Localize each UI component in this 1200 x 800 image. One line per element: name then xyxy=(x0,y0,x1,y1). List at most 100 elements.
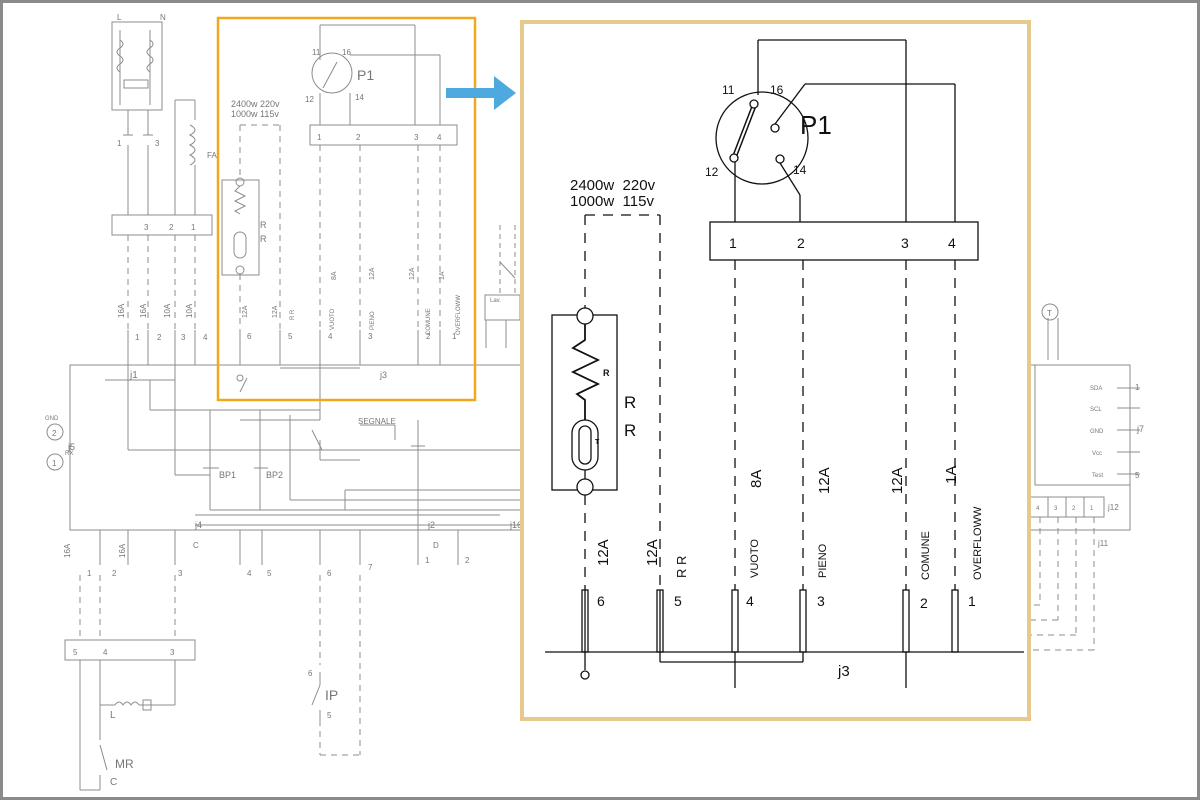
pin-label: 1 xyxy=(425,556,430,565)
test-label: Test xyxy=(1092,473,1103,479)
amp-label-8a: 8A xyxy=(748,470,765,488)
pin-label: 4 xyxy=(1036,506,1040,512)
label-n: N xyxy=(160,13,166,22)
zoom-labels: 11 16 12 14 P1 1 2 3 4 2400w 220v 1000w … xyxy=(570,83,984,680)
bp1-label: BP1 xyxy=(219,470,236,480)
pin-label: 1 xyxy=(452,332,457,341)
thermostat-switch-small xyxy=(311,52,353,94)
pin-label: 2 xyxy=(465,556,470,565)
signal-label: OVERFLOWW xyxy=(456,295,462,335)
pin-label: 5 xyxy=(327,711,332,720)
pin-label: 3 xyxy=(414,133,419,142)
bp2-label: BP2 xyxy=(266,470,283,480)
amp-label: 12A xyxy=(272,305,279,318)
amp-label-12a: 12A xyxy=(816,467,833,494)
zoom-inset: 11 16 12 14 P1 1 2 3 4 2400w 220v 1000w … xyxy=(520,20,1031,721)
pin-label: 1 xyxy=(87,569,92,578)
connector-j11-label: j11 xyxy=(1097,539,1109,548)
amp-label: 10A xyxy=(163,303,172,318)
rating-label-1: 2400w 220v xyxy=(570,177,656,194)
p1-label: P1 xyxy=(357,67,374,83)
pin-label: 16 xyxy=(342,48,351,57)
pin-label: 3 xyxy=(368,332,373,341)
rx-label: RX xyxy=(65,451,73,457)
gnd-label: GND xyxy=(45,416,59,422)
thermostat-switch xyxy=(715,91,809,185)
pin-label: 4 xyxy=(203,333,208,342)
pin-label: 7 xyxy=(368,563,373,572)
label-l: L xyxy=(117,13,122,22)
switch-pin-16: 16 xyxy=(770,83,784,97)
signal-label: PIENO xyxy=(370,311,376,330)
signal-label-pieno: PIENO xyxy=(817,543,829,578)
pin-label: 2 xyxy=(157,333,162,342)
sda-label: SDA xyxy=(1090,386,1102,392)
power-input-block xyxy=(111,21,163,111)
connector-cn5 xyxy=(64,639,196,661)
amp-label-1a: 1A xyxy=(943,466,960,484)
signal-label: COMUNE xyxy=(426,308,432,335)
connector-cn1 xyxy=(111,214,213,236)
switch-pin-14: 14 xyxy=(793,163,807,177)
arrow-icon xyxy=(446,76,516,110)
switch-pin-12: 12 xyxy=(705,165,719,179)
pin-label: 1 xyxy=(117,139,122,148)
pin-label: 4 xyxy=(328,332,333,341)
pin-label: 1 xyxy=(1135,383,1140,392)
connector-block xyxy=(709,221,979,261)
ip-label: IP xyxy=(325,687,338,703)
rating-label: 2400w 220v xyxy=(231,99,280,109)
t-label: T xyxy=(1047,309,1052,318)
signal-label-comune: COMUNE xyxy=(920,531,932,580)
switch-pin-11: 11 xyxy=(722,83,735,97)
pin-4: 4 xyxy=(746,593,754,609)
pin-label: 12 xyxy=(305,95,314,104)
connector-small xyxy=(309,124,458,146)
pin-5: 5 xyxy=(674,593,682,609)
pin-label: 2 xyxy=(356,133,361,142)
signal-label-rr: R R xyxy=(674,556,689,578)
amp-label-12a: 12A xyxy=(595,539,612,566)
mr-label: MR xyxy=(115,757,134,771)
pin-label: 5 xyxy=(267,569,272,578)
amp-label: 12A xyxy=(242,305,249,318)
r-label: R xyxy=(624,393,636,412)
pin-6: 6 xyxy=(597,593,605,609)
amp-label: 16A xyxy=(118,543,127,558)
pin-label: 14 xyxy=(355,93,364,102)
amp-label: 16A xyxy=(139,303,148,318)
signal-label-overfloww: OVERFLOWW xyxy=(972,506,984,580)
pin-label: 6 xyxy=(247,332,252,341)
signal-label: R R xyxy=(290,309,296,320)
lav-label: Lav. xyxy=(490,298,501,304)
connector-pin-3: 3 xyxy=(901,235,909,251)
r-label: R xyxy=(260,220,267,230)
signal-label-vuoto: VUOTO xyxy=(749,539,761,578)
pin-label: 3 xyxy=(178,569,183,578)
scl-label: SCL xyxy=(1090,407,1102,413)
pin-label: 3 xyxy=(1054,506,1058,512)
connector-pin-2: 2 xyxy=(797,235,805,251)
highlight-region-labels: 11 16 12 14 P1 1 2 3 4 2400w 220v 1000w … xyxy=(231,48,462,380)
c-label: C xyxy=(110,777,117,788)
pin-label: 5 xyxy=(288,332,293,341)
pin-label: 2 xyxy=(1072,506,1076,512)
connector-j5-label: j5 xyxy=(67,442,75,452)
connector-j7-label: j7 xyxy=(1136,424,1144,434)
r-label-small: R xyxy=(603,368,610,378)
pin-label: 11 xyxy=(312,48,321,57)
segnale-label: SEGNALE xyxy=(358,417,396,426)
background-labels: L N 1 3 FA 3 2 1 16A 16A 10A 10A 1 2 3 4… xyxy=(45,13,1144,788)
connector-j2-label: j2 xyxy=(427,520,435,530)
zoom-wiring xyxy=(545,39,1024,688)
zoom-frame xyxy=(520,20,1031,721)
highlight-region-content xyxy=(221,24,458,420)
pin-label: 5 xyxy=(73,648,78,657)
amp-label: 12A xyxy=(409,267,416,280)
r-label: R xyxy=(624,421,636,440)
pin-label: 4 xyxy=(437,133,442,142)
rating-label-2: 1000w 115v xyxy=(570,193,654,210)
amp-label: 12A xyxy=(369,267,376,280)
